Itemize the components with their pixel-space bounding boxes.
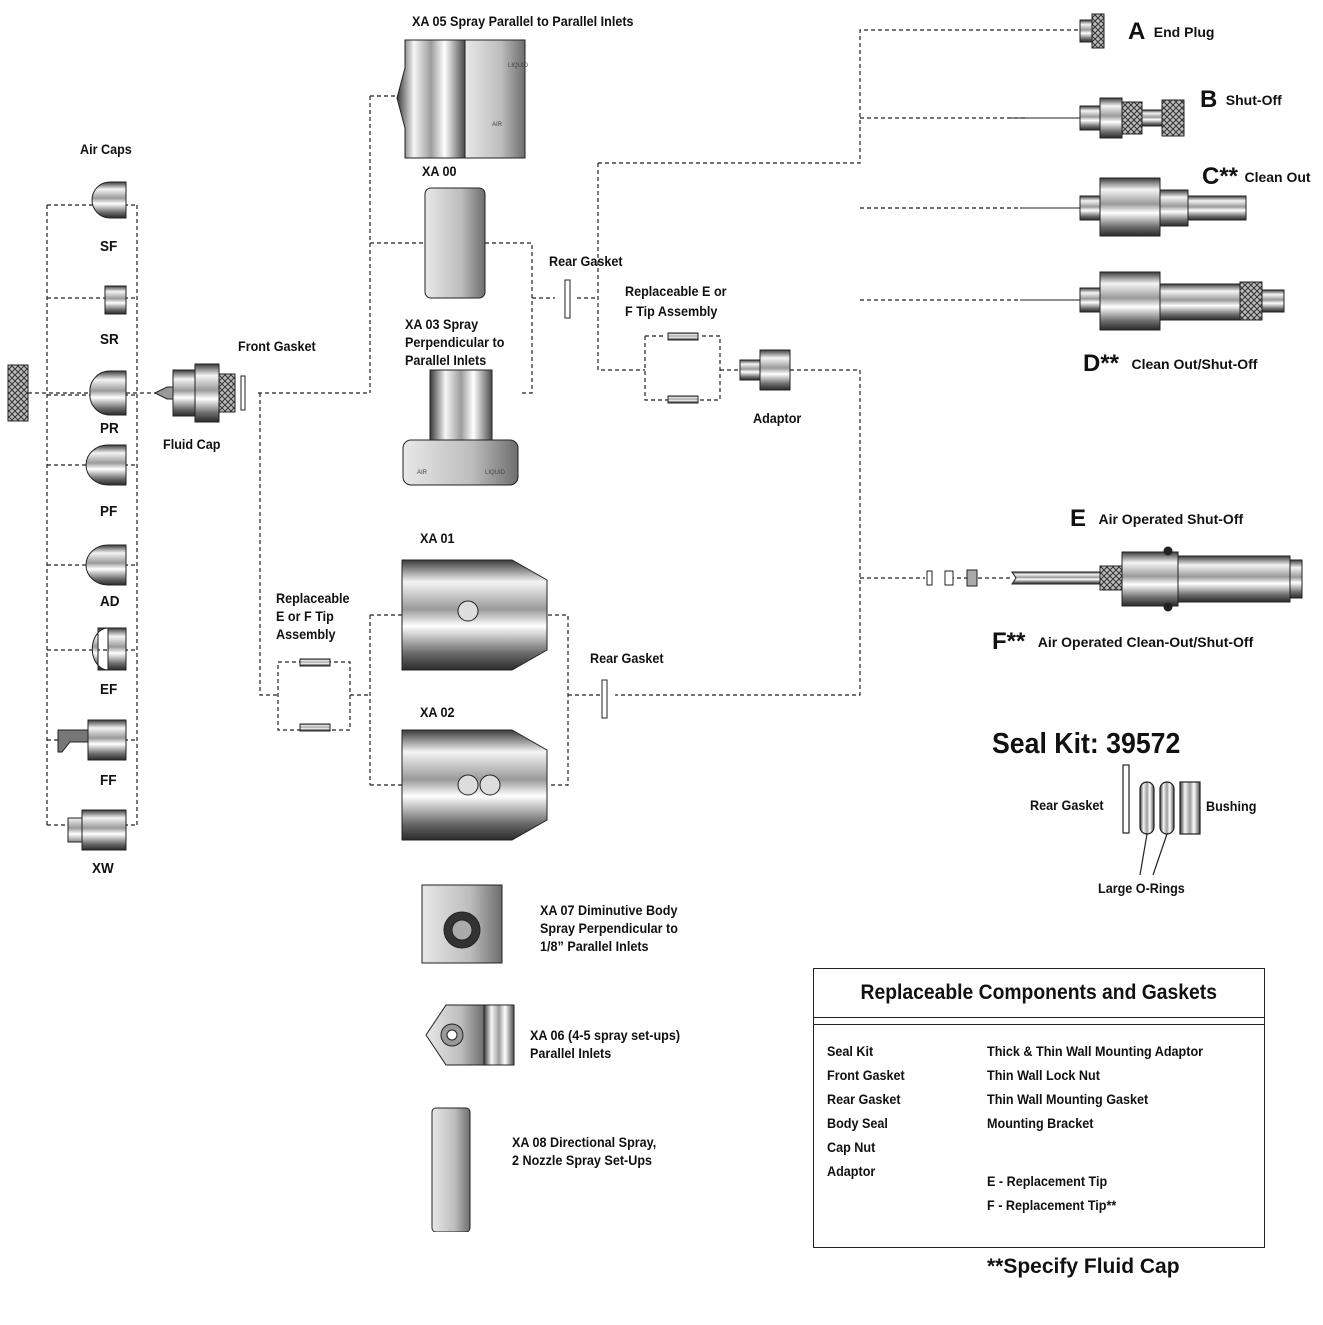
xa07-line3: 1/8” Parallel Inlets: [540, 938, 649, 954]
xa07-line1: XA 07 Diminutive Body: [540, 902, 677, 918]
xa08-line1: XA 08 Directional Spray,: [512, 1134, 656, 1150]
xa03-line2: Perpendicular to: [405, 334, 504, 350]
xa02-body: [402, 730, 547, 840]
rear-gasket-top-label: Rear Gasket: [549, 253, 623, 269]
adaptor-label: Adaptor: [753, 410, 801, 426]
option-e-name: Air Operated Shut-Off: [1098, 511, 1243, 527]
air-caps-title: Air Caps: [80, 141, 132, 157]
xa08-line2: 2 Nozzle Spray Set-Ups: [512, 1152, 652, 1168]
option-d: D** Clean Out/Shut-Off: [1083, 350, 1249, 378]
component-item: Thin Wall Lock Nut: [987, 1063, 1203, 1087]
air-cap-label-xw: XW: [92, 860, 114, 877]
option-b-name: Shut-Off: [1226, 92, 1282, 108]
option-f: F** Air Operated Clean-Out/Shut-Off: [992, 628, 1245, 656]
xa07-body: [422, 885, 502, 963]
xa01-body: [402, 560, 547, 670]
component-item: Cap Nut: [827, 1135, 905, 1159]
front-gasket-label: Front Gasket: [238, 338, 316, 354]
components-table: Replaceable Components and Gaskets Seal …: [813, 968, 1265, 1248]
xa07-line2: Spray Perpendicular to: [540, 920, 678, 936]
option-a-name: End Plug: [1154, 24, 1215, 40]
xa02-label: XA 02: [420, 704, 455, 720]
xa03-line1: XA 03 Spray: [405, 316, 478, 332]
specify-fluid-cap-note: **Specify Fluid Cap: [987, 1255, 1180, 1279]
seal-kit-title: Seal Kit: 39572: [992, 728, 1180, 761]
xa06-line1: XA 06 (4-5 spray set-ups): [530, 1027, 680, 1043]
option-c-name: Clean Out: [1244, 169, 1310, 185]
replaceable-top-line1: Replaceable E or: [625, 283, 727, 299]
air-cap-label-sr: SR: [100, 331, 119, 348]
seal-kit-o-rings: Large O-Rings: [1098, 880, 1185, 896]
xa05-body: [397, 40, 525, 158]
air-cap-label-ad: AD: [100, 593, 120, 610]
option-d-name: Clean Out/Shut-Off: [1131, 356, 1257, 372]
tip-assembly-left: [300, 659, 330, 731]
component-item: Adaptor: [827, 1159, 905, 1183]
components-right-column: Thick & Thin Wall Mounting Adaptor Thin …: [987, 1039, 1227, 1217]
xa08-body: [432, 1108, 470, 1232]
component-item: Thin Wall Mounting Gasket: [987, 1087, 1203, 1111]
xa00-label: XA 00: [422, 163, 457, 179]
component-item: Front Gasket: [827, 1063, 905, 1087]
air-cap-label-sf: SF: [100, 238, 117, 255]
assembly-diagram: Air Caps SF SR PR PF AD EF FF XW Fluid C…: [0, 0, 1323, 1232]
component-item: Rear Gasket: [827, 1087, 905, 1111]
rear-gasket-top: [565, 280, 570, 318]
knurled-knob: [8, 365, 28, 421]
adaptor-icon: [740, 350, 790, 390]
component-item: [987, 1135, 1203, 1159]
seal-kit-bushing: Bushing: [1206, 798, 1256, 814]
xa03-line3: Parallel Inlets: [405, 352, 486, 368]
air-cap-label-ff: FF: [100, 772, 116, 789]
rear-gasket-mid: [602, 680, 607, 718]
option-d-letter: D**: [1083, 350, 1119, 377]
component-item: Body Seal: [827, 1111, 905, 1135]
option-c-letter: C**: [1202, 163, 1238, 190]
option-c: C** Clean Out: [1202, 163, 1309, 191]
xa03-air-mark: AIR: [417, 470, 427, 476]
xa05-air-mark: AIR: [492, 122, 502, 128]
air-cap-label-pf: PF: [100, 503, 117, 520]
components-left-column: Seal Kit Front Gasket Rear Gasket Body S…: [827, 1039, 913, 1183]
replaceable-top-line2: F Tip Assembly: [625, 303, 717, 319]
replaceable-left-line3: Assembly: [276, 626, 336, 642]
xa06-body: [426, 1005, 514, 1065]
xa06-line2: Parallel Inlets: [530, 1045, 611, 1061]
seal-kit-parts: [1123, 765, 1200, 875]
replaceable-left-line2: E or F Tip: [276, 608, 334, 624]
component-item: F - Replacement Tip**: [987, 1193, 1203, 1217]
xa05-label: XA 05 Spray Parallel to Parallel Inlets: [412, 13, 634, 29]
air-operated-part: [927, 547, 1302, 611]
option-e-letter: E: [1070, 505, 1086, 532]
fluid-cap-icon: [155, 364, 245, 422]
components-table-title: Replaceable Components and Gaskets: [814, 969, 1264, 1018]
option-a: A End Plug: [1128, 18, 1210, 46]
option-f-name: Air Operated Clean-Out/Shut-Off: [1038, 634, 1253, 650]
xa03-body: [403, 370, 518, 485]
option-b: B Shut-Off: [1200, 86, 1278, 114]
option-e: E Air Operated Shut-Off: [1070, 505, 1235, 533]
component-item: Thick & Thin Wall Mounting Adaptor: [987, 1039, 1203, 1063]
component-item: Mounting Bracket: [987, 1111, 1203, 1135]
xa05-liquid-mark: LIQUID: [508, 63, 528, 69]
option-a-letter: A: [1128, 18, 1145, 45]
component-item: E - Replacement Tip: [987, 1169, 1203, 1193]
xa03-liquid-mark: LIQUID: [485, 470, 505, 476]
connection-lines: [28, 30, 1080, 825]
option-f-letter: F**: [992, 628, 1025, 655]
air-cap-label-ef: EF: [100, 681, 117, 698]
tip-assembly-top: [668, 333, 698, 403]
xa00-body: [425, 188, 485, 298]
air-cap-label-pr: PR: [100, 420, 119, 437]
fluid-cap-label: Fluid Cap: [163, 436, 220, 452]
xa01-label: XA 01: [420, 530, 455, 546]
replaceable-left-line1: Replaceable: [276, 590, 350, 606]
seal-kit-rear-gasket: Rear Gasket: [1030, 797, 1104, 813]
component-item: Seal Kit: [827, 1039, 905, 1063]
components-table-body: Seal Kit Front Gasket Rear Gasket Body S…: [814, 1024, 1264, 1325]
rear-gasket-mid-label: Rear Gasket: [590, 650, 664, 666]
option-b-letter: B: [1200, 86, 1217, 113]
